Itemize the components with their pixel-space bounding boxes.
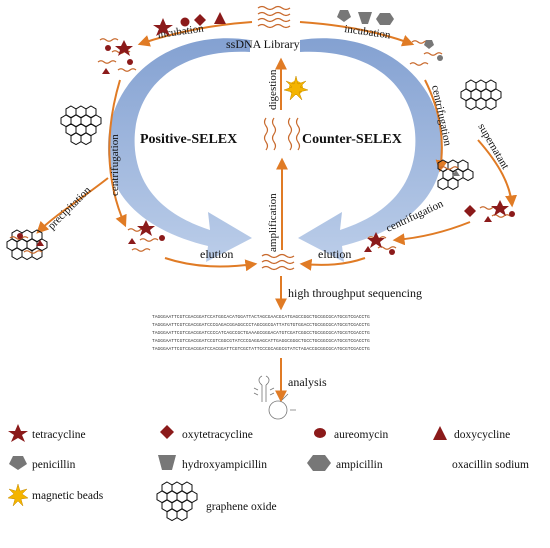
incubation-right-arrow [299,21,415,47]
analysis-label: analysis [288,375,327,389]
legend-label-aureomycin: aureomycin [334,429,389,441]
incubation-left-arrow [137,21,253,47]
sequence-line: TAGGGAATTCGTCGACGGATCCCGAGACGGAGGCCCTAGC… [152,322,370,328]
pentagon-icon [9,456,27,470]
sequence-line: TAGGGAATTCGTCGACGGATCCATGGCACATGGATTACTA… [152,314,370,320]
legend-label-tetracycline: tetracycline [32,429,86,441]
hexagon-icon [307,455,331,471]
legend-label-ampicillin: ampicillin [336,459,383,471]
positive-selex-label: Positive-SELEX [140,132,237,147]
right-antibiotic-cluster-top [337,10,408,25]
ssdna-library-strands [257,5,291,29]
magnetic-bead-center [283,75,309,101]
precipitate-graphene-complex [6,229,48,260]
elution-right-label: elution [318,247,351,261]
digestion-label: digestion [267,69,279,110]
supernatant-label: supernatant [475,122,511,172]
star-icon [8,424,28,442]
centrifugation-left-label: centrifugation [109,134,121,196]
diamond-icon [160,425,174,439]
counter-selex-cycle-arrow [298,38,443,262]
left-complex-top [97,38,137,74]
elution-right-arrow [299,257,366,271]
legend-label-oxacillin-sodium: oxacillin sodium [452,459,529,471]
ssdna-library-label: ssDNA Library [226,37,300,51]
legend-label-penicillin: penicillin [32,459,76,471]
counter-selex-label: Counter-SELEX [302,132,402,147]
centrifugation-left-arrow [108,79,127,228]
amplified-strands [263,117,301,151]
triangle-icon [433,426,447,440]
honeycomb-icon [156,481,198,521]
right-complex-bottom [364,232,397,255]
precipitation-arrow [36,177,109,234]
legend-label-doxycycline: doxycycline [454,429,510,441]
left-antibiotic-cluster-top [153,12,226,36]
sequence-line: TAGGGAATTCGTCGACGGATCCGTCGGCGTATCCCGAGGA… [152,338,370,344]
supernatant-arrow [477,139,518,208]
trapezoid-icon [158,455,176,470]
sequencing-label: high throughput sequencing [288,286,422,300]
ellipse-icon [314,428,326,438]
incubation-right-label: incubation [344,23,392,41]
legend-label-oxytetracycline: oxytetracycline [182,429,253,441]
graphene-oxide-left [60,105,102,145]
graphene-oxide-right [460,79,502,110]
precipitation-label: precipitation [46,184,94,232]
amplification-label: amplification [267,193,279,252]
legend-label-magnetic-beads: magnetic beads [32,490,104,502]
sequence-line: TAGGGAATTCGTCGACGGATCCACGGATTCGTCGCTATTC… [152,346,370,352]
right-complex-top [409,40,443,78]
supernatant-complex [464,200,515,222]
eluted-strands [261,253,295,271]
positive-selex-cycle-arrow [107,38,252,262]
sequence-block: TAGGGAATTCGTCGACGGATCCATGGCACATGGATTACTA… [152,314,370,352]
sequence-line: TAGGGAATTCGTCGACGGATCCCCATCAGCCGCTGAAAGC… [152,330,370,336]
legend: tetracycline oxytetracycline aureomycin … [7,424,529,521]
right-graphene-complex [437,159,474,190]
elution-left-label: elution [200,247,233,261]
legend-label-graphene-oxide: graphene oxide [206,501,277,513]
crescent-icon [431,454,440,472]
centrifugation-lower-right-arrow [392,221,471,246]
legend-label-hydroxyampicillin: hydroxyampicillin [182,459,267,471]
left-complex-bottom [127,220,165,252]
aptamer-secondary-structure [253,375,296,420]
sun-icon [7,483,29,507]
elution-left-arrow [164,257,258,272]
